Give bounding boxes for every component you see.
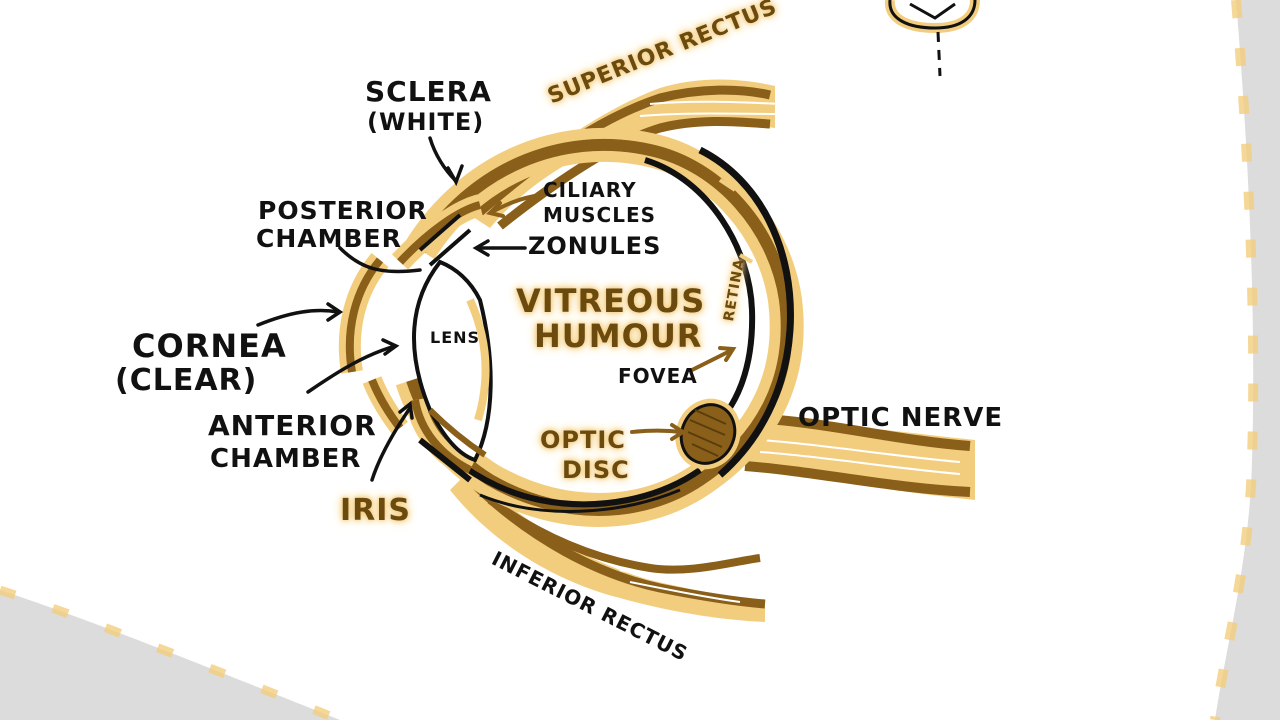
anterior-chamber-label: ANTERIOR: [208, 409, 377, 442]
paper-edge-right-tint: [1210, 0, 1259, 720]
optic-nerve-label: OPTIC NERVE: [798, 403, 1004, 433]
ciliary-sublabel: MUSCLES: [543, 203, 657, 227]
posterior-chamber-sublabel: CHAMBER: [256, 224, 402, 253]
ciliary-and-iris: [391, 194, 484, 483]
pointer-arrows-highlighted: [486, 193, 737, 441]
sclera-label: SCLERA: [365, 75, 492, 108]
zonules-label: ZONULES: [528, 232, 662, 260]
paper-edge-right: [1215, 0, 1280, 720]
fovea-label: FOVEA: [618, 364, 698, 388]
vitreous-humour-sublabel: HUMOUR: [534, 317, 703, 355]
anterior-chamber-sublabel: CHAMBER: [210, 444, 362, 474]
optic-disc: [675, 398, 741, 470]
posterior-chamber-label: POSTERIOR: [258, 196, 428, 225]
optic-disc-sublabel: DISC: [562, 456, 630, 484]
lens-label: LENS: [430, 328, 481, 347]
sclera-sublabel: (WHITE): [367, 108, 485, 136]
optic-nerve: [735, 413, 975, 500]
optic-disc-label: OPTIC: [540, 426, 626, 454]
cornea-label: CORNEA: [132, 327, 287, 365]
pointer-arrows: [256, 136, 527, 482]
cornea-sublabel: (CLEAR): [115, 363, 258, 398]
iris-label: IRIS: [340, 493, 412, 528]
vitreous-humour-label: VITREOUS: [516, 282, 706, 320]
lens: [412, 259, 493, 463]
ciliary-label: CILIARY: [543, 178, 637, 202]
corner-doodle: [884, 0, 980, 77]
eyeball-outer: [395, 127, 804, 527]
